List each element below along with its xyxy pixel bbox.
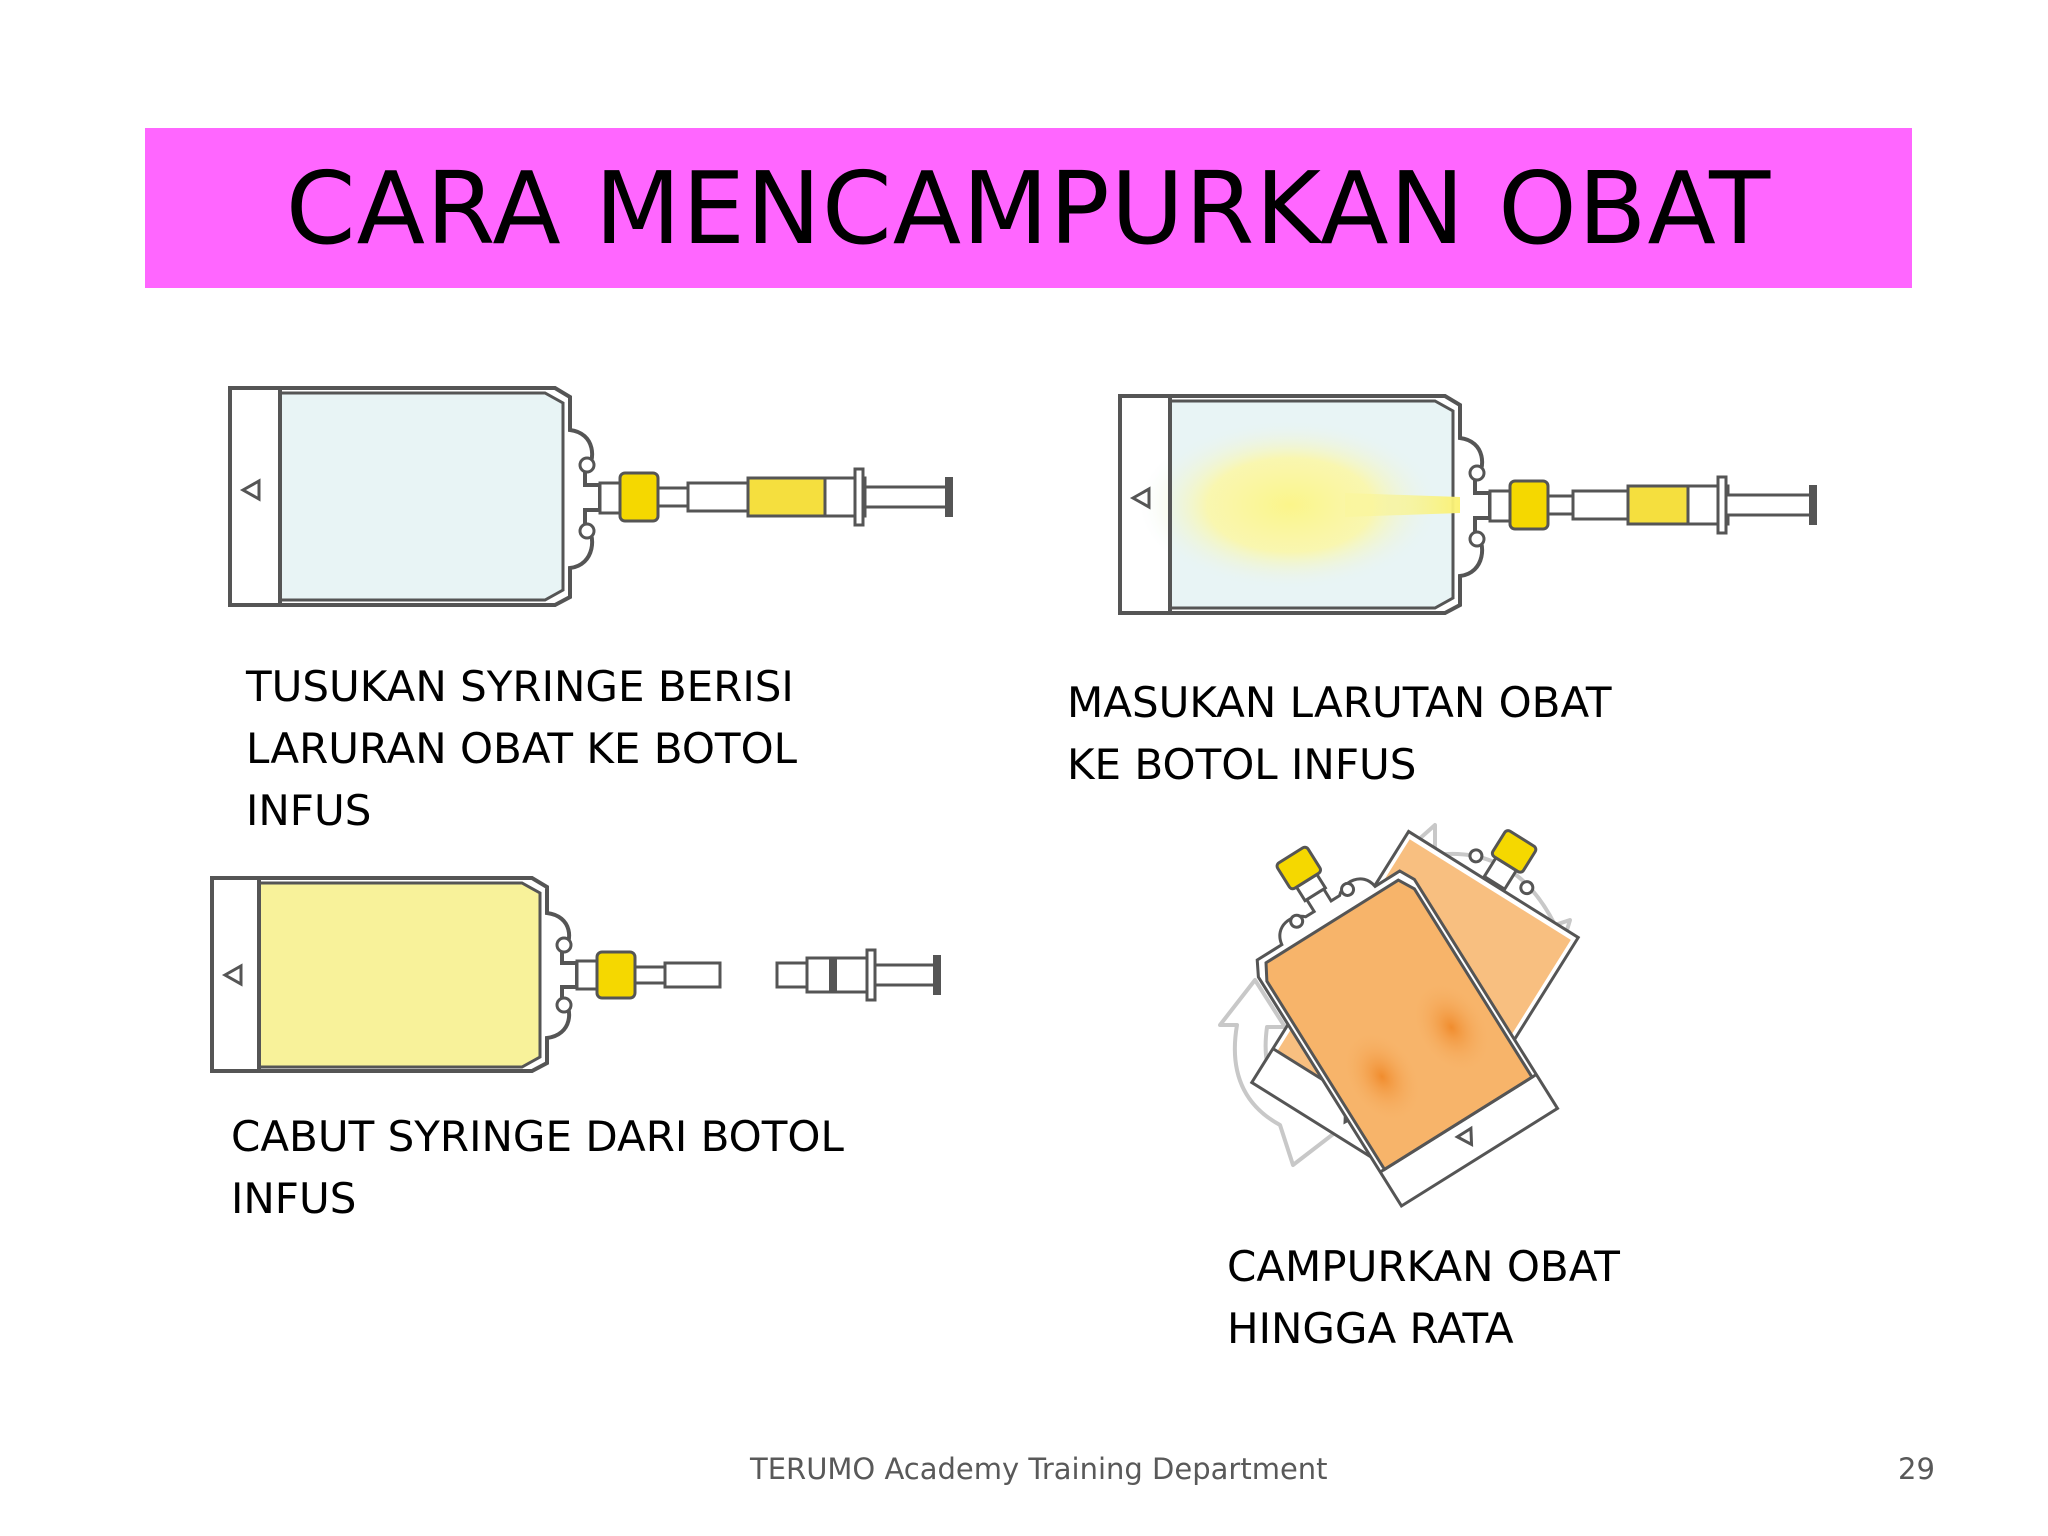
- bag-port: [1508, 479, 1550, 531]
- drug-cloud: [1140, 420, 1440, 590]
- syringe: [1546, 475, 1817, 535]
- bag-port: [1275, 845, 1322, 891]
- infusion-bag: [210, 876, 722, 1073]
- triangle-marker-icon: [1129, 486, 1151, 510]
- triangle-marker-icon: [221, 963, 243, 987]
- bag-port: [1490, 829, 1538, 874]
- page-number: 29: [1898, 1452, 1935, 1486]
- footer-text: TERUMO Academy Training Department: [750, 1452, 1328, 1486]
- syringe: [656, 467, 953, 527]
- infusion-bag: [228, 386, 660, 607]
- bag-port: [618, 471, 660, 523]
- syringe: [775, 948, 941, 1002]
- triangle-marker-icon: [1454, 1125, 1474, 1148]
- drug-jet: [1345, 493, 1460, 517]
- title-bar: CARA MENCAMPURKAN OBAT: [145, 128, 1912, 288]
- figure-step-2: [1118, 394, 1817, 615]
- back-bag-port-group: [1468, 829, 1538, 896]
- bag-port: [595, 950, 637, 1000]
- step-1-caption: TUSUKAN SYRINGE BERISI LARURAN OBAT KE B…: [246, 662, 798, 835]
- step-4-caption: CAMPURKAN OBAT HINGGA RATA: [1227, 1242, 1620, 1353]
- slide-title: CARA MENCAMPURKAN OBAT: [285, 149, 1772, 267]
- mixing-bag-front: [1255, 845, 1560, 1209]
- step-2-caption: MASUKAN LARUTAN OBAT KE BOTOL INFUS: [1067, 678, 1612, 789]
- step-3-caption: CABUT SYRINGE DARI BOTOL INFUS: [231, 1112, 844, 1223]
- figure-step-4: [1218, 823, 1581, 1209]
- figure-step-3: [210, 876, 941, 1073]
- infusion-bag: [1118, 394, 1550, 615]
- triangle-marker-icon: [239, 478, 261, 502]
- figure-step-1: [228, 386, 953, 607]
